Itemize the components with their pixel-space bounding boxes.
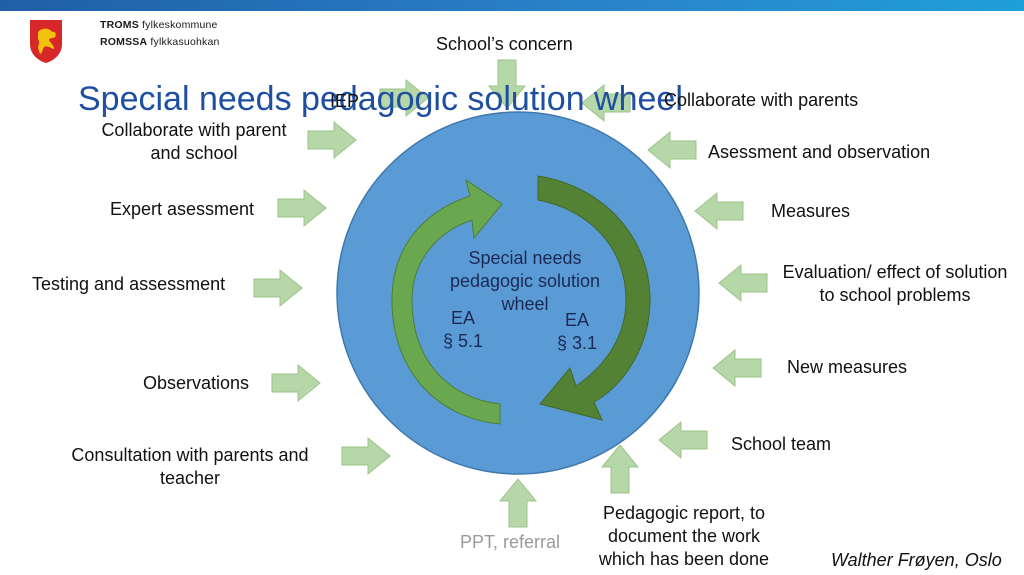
label-asessment-observation: Asessment and observation bbox=[708, 142, 931, 162]
wheel-center-label: Special needs pedagogic solution wheel bbox=[449, 248, 601, 314]
arrow-collab-parent-school bbox=[307, 121, 357, 159]
cycle-arrow-right bbox=[537, 175, 651, 421]
ea-5-1-label: EA § 5.1 bbox=[442, 308, 484, 351]
label-evaluation: Evaluation/ effect of solution to school… bbox=[782, 262, 1008, 305]
org-name-line2: ROMSSA fylkkasuohkan bbox=[100, 36, 220, 48]
arrow-pedagogic-report bbox=[601, 444, 639, 494]
top-color-bar bbox=[0, 0, 1024, 11]
arrow-measures bbox=[694, 192, 744, 230]
coat-of-arms-icon bbox=[30, 20, 62, 63]
label-new-measures: New measures bbox=[787, 357, 908, 377]
arrow-expert bbox=[277, 189, 327, 227]
arrow-testing bbox=[253, 269, 303, 307]
arrow-asessment-observation bbox=[647, 131, 697, 169]
organization-logo: TROMS fylkeskommune ROMSSA fylkkasuohkan bbox=[28, 18, 268, 66]
author-credit: Walther Frøyen, Oslo bbox=[831, 550, 1002, 570]
label-collab-parent-school: Collaborate with parent and school bbox=[101, 120, 287, 163]
label-iep: IEP bbox=[330, 91, 360, 111]
cycle-arrow-left bbox=[391, 178, 503, 425]
org-name-line1: TROMS fylkeskommune bbox=[100, 19, 218, 31]
label-pedagogic-report: Pedagogic report, to document the work w… bbox=[598, 503, 770, 569]
arrow-consultation bbox=[341, 437, 391, 475]
arrow-school-team bbox=[658, 421, 708, 459]
arrow-new-measures bbox=[712, 349, 762, 387]
label-measures: Measures bbox=[771, 201, 851, 221]
ea-3-1-label: EA § 3.1 bbox=[556, 310, 598, 353]
label-collab-parents: Collaborate with parents bbox=[664, 90, 859, 110]
label-consultation: Consultation with parents and teacher bbox=[71, 445, 309, 488]
arrow-ppt-referral bbox=[499, 478, 537, 528]
label-expert-asessment: Expert asessment bbox=[110, 199, 255, 219]
label-schools-concern: School’s concern bbox=[436, 34, 573, 54]
label-school-team: School team bbox=[731, 434, 832, 454]
label-observations: Observations bbox=[143, 373, 250, 393]
label-ppt-referral: PPT, referral bbox=[460, 532, 561, 552]
arrow-evaluation bbox=[718, 264, 768, 302]
arrow-observations bbox=[271, 364, 321, 402]
label-testing-assessment: Testing and assessment bbox=[32, 274, 226, 294]
page-title: Special needs pedagogic solution wheel bbox=[78, 80, 683, 118]
